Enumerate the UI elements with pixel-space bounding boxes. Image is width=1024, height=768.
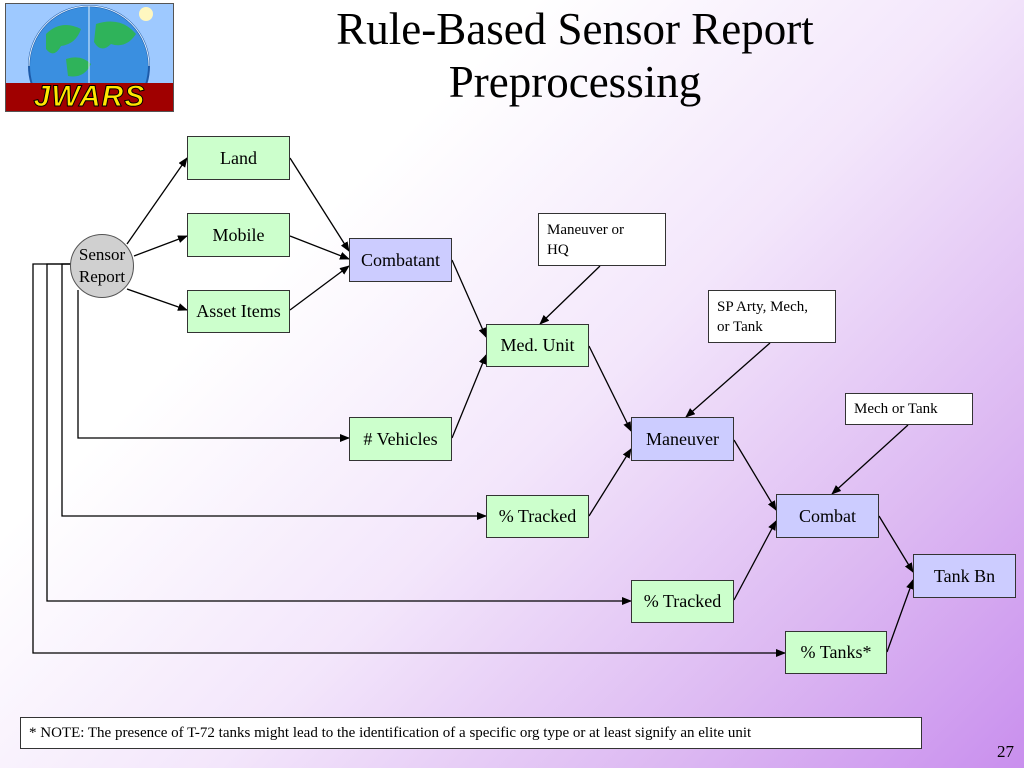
callout-sp-arty: SP Arty, Mech, or Tank	[708, 290, 836, 343]
callout-mech-or-tank: Mech or Tank	[845, 393, 973, 425]
page-number: 27	[997, 742, 1014, 761]
logo-wordmark: JWARS	[6, 81, 173, 111]
mobile-node: Mobile	[187, 213, 290, 257]
title-line-1: Rule-Based Sensor Report	[336, 4, 814, 54]
sensor-report-line-1: Sensor	[78, 245, 126, 264]
maneuver-node: Maneuver	[631, 417, 734, 461]
vehicles-node: # Vehicles	[349, 417, 452, 461]
combat-node: Combat	[776, 494, 879, 538]
land-node: Land	[187, 136, 290, 180]
asset-items-node: Asset Items	[187, 290, 290, 333]
sensor-report-line-2: Report	[78, 267, 126, 286]
callout-sp-arty-line-1: SP Arty, Mech,	[717, 299, 808, 315]
combatant-node: Combatant	[349, 238, 452, 282]
callout-maneuver-or-hq-line-1: Maneuver or	[547, 222, 625, 238]
tank-bn-node: Tank Bn	[913, 554, 1016, 598]
slide-title: Rule-Based Sensor Report Preprocessing	[240, 3, 910, 109]
callout-maneuver-or-hq: Maneuver or HQ	[538, 213, 666, 266]
tanks-node: % Tanks*	[785, 631, 887, 674]
tracked-node-1: % Tracked	[486, 495, 589, 538]
callout-sp-arty-line-2: or Tank	[717, 319, 763, 335]
sensor-report-node: Sensor Report	[70, 234, 134, 298]
callout-maneuver-or-hq-line-2: HQ	[547, 242, 569, 258]
tracked-node-2: % Tracked	[631, 580, 734, 623]
med-unit-node: Med. Unit	[486, 324, 589, 367]
footnote: * NOTE: The presence of T-72 tanks might…	[20, 717, 922, 749]
title-line-2: Preprocessing	[448, 57, 702, 107]
jwars-logo: JWARS	[5, 3, 174, 112]
